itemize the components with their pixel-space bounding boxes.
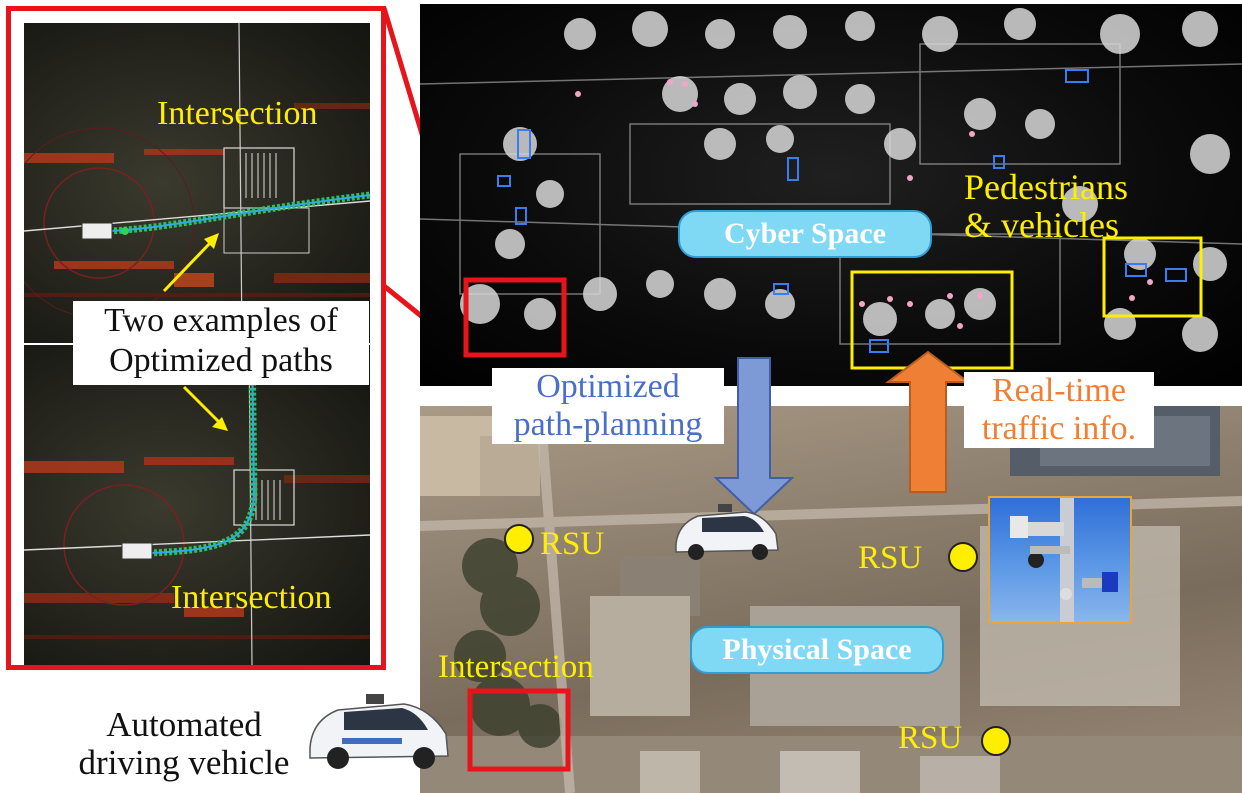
cyber-space-pointcloud: Cyber Space Pedestrians & vehicles [420, 4, 1242, 386]
arrow-down-icon [713, 357, 795, 516]
arrow-up-icon [885, 350, 971, 493]
rsu-camera-photo [988, 496, 1132, 624]
cyber-space-label: Cyber Space [678, 210, 932, 258]
rsu-label-1: RSU [540, 526, 605, 562]
realtime-line-1: Real-time [991, 372, 1127, 409]
rsu-label-2: RSU [858, 540, 923, 576]
examples-caption: Two examples of Optimized paths [73, 301, 369, 385]
vehicle-line-2: driving vehicle [78, 743, 290, 782]
rsu-label-3: RSU [898, 720, 963, 756]
realtime-traffic-label: Real-time traffic info. [964, 372, 1154, 448]
optimized-path-example-bottom [24, 345, 370, 665]
physical-space-label: Physical Space [690, 626, 944, 674]
rsu-dot-icon [504, 524, 534, 554]
zoom-panel: Intersection Intersection Two examples o… [6, 6, 386, 670]
examples-line-1: Two examples of [104, 302, 338, 339]
vehicle-icon [675, 504, 779, 560]
pedestrians-line-2: & vehicles [964, 205, 1119, 245]
automated-vehicle-label: Automated driving vehicle [64, 706, 304, 782]
optimized-path-planning-label: Optimized path-planning [492, 368, 724, 444]
vehicle-icon [309, 694, 449, 769]
intersection-label-top: Intersection [157, 95, 318, 132]
rsu-dot-icon [948, 542, 978, 572]
realtime-line-2: traffic info. [981, 410, 1137, 447]
intersection-label-physical: Intersection [438, 649, 594, 685]
examples-line-2: Optimized paths [109, 342, 333, 379]
optimized-line-1: Optimized [536, 368, 680, 405]
pedestrians-line-1: Pedestrians [964, 167, 1128, 207]
physical-space-aerial: Physical Space Intersection RSU RSU RSU [420, 406, 1242, 793]
pedestrians-vehicles-label: Pedestrians & vehicles [964, 168, 1128, 244]
rsu-dot-icon [981, 726, 1011, 756]
vehicle-line-1: Automated [106, 705, 262, 744]
optimized-path-example-top [24, 23, 370, 343]
optimized-line-2: path-planning [513, 406, 703, 443]
intersection-label-bottom: Intersection [171, 579, 332, 616]
